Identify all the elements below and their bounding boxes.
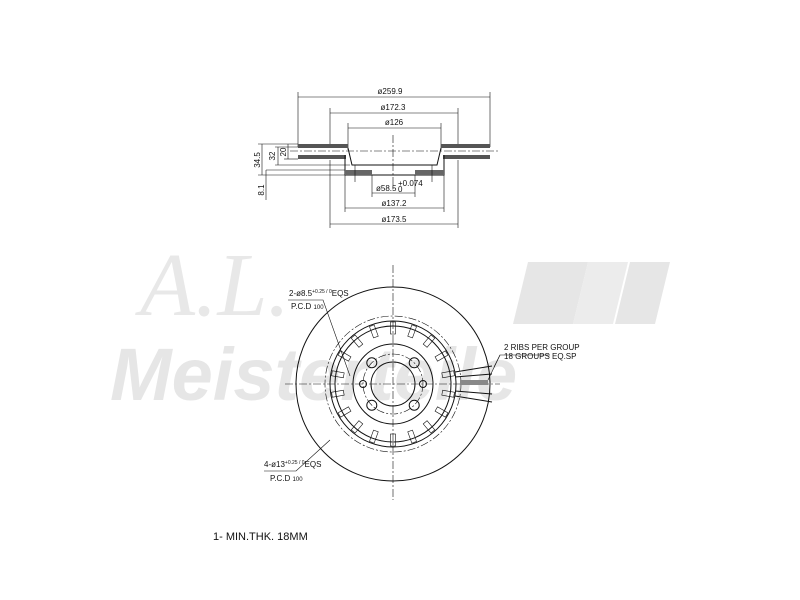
bolt-hole bbox=[366, 357, 378, 369]
dim-bore-tol-upper: +0.074 bbox=[398, 179, 423, 188]
rib bbox=[407, 324, 417, 339]
bolt-hole bbox=[419, 380, 427, 388]
watermark-al: A.L. bbox=[135, 236, 290, 335]
front-view: 2-ø8.5+0.25 / 0EQS P.C.D 100 4-ø13+0.25 … bbox=[264, 265, 580, 500]
dim-172: ø172.3 bbox=[381, 103, 406, 112]
watermark-brand: Meisterteile bbox=[110, 333, 517, 416]
dim-outer-diameter: ø259.9 bbox=[378, 87, 403, 96]
dim-126: ø126 bbox=[385, 118, 404, 127]
rib bbox=[441, 370, 455, 379]
label-small-holes: 2-ø8.5+0.25 / 0EQS bbox=[289, 289, 349, 298]
label-ribs-line1: 2 RIBS PER GROUP bbox=[504, 343, 580, 352]
rib bbox=[331, 370, 345, 379]
rib bbox=[422, 420, 436, 434]
rib bbox=[422, 334, 436, 348]
min-thickness-note: 1- MIN.THK. 18MM bbox=[213, 531, 308, 543]
dim-bore-tol-lower: 0 bbox=[398, 185, 403, 194]
dim-height-total: 34.5 bbox=[253, 152, 262, 168]
label-ribs-line2: 18 GROUPS EQ.SP bbox=[504, 352, 576, 361]
side-view: ø259.9 ø172.3 ø126 ø58.5 +0.074 0 ø137.2… bbox=[253, 87, 498, 228]
rib bbox=[407, 429, 417, 444]
bolt-hole bbox=[359, 380, 367, 388]
dim-137: ø137.2 bbox=[382, 199, 407, 208]
bolt-hole bbox=[408, 399, 420, 411]
rib bbox=[337, 350, 352, 362]
rib bbox=[390, 433, 396, 447]
rib bbox=[390, 321, 396, 335]
bolt-hole bbox=[408, 357, 420, 369]
watermark-logo: A.L. Meisterteile bbox=[110, 236, 670, 416]
rib bbox=[369, 324, 379, 339]
rib bbox=[434, 406, 449, 418]
label-large-holes: 4-ø13+0.25 / 0EQS bbox=[264, 460, 321, 469]
label-pcd-large: P.C.D 100 bbox=[270, 474, 303, 483]
rib bbox=[441, 389, 455, 398]
label-pcd-small: P.C.D 100 bbox=[291, 302, 324, 311]
dim-173: ø173.5 bbox=[382, 215, 407, 224]
bolt-hole bbox=[366, 399, 378, 411]
dim-height-32: 32 bbox=[268, 151, 277, 160]
dim-bore: ø58.5 bbox=[376, 184, 397, 193]
rib bbox=[434, 350, 449, 362]
dim-height-8: 8.1 bbox=[257, 184, 266, 196]
rib bbox=[350, 420, 364, 434]
rib bbox=[337, 406, 352, 418]
rib bbox=[369, 429, 379, 444]
rib bbox=[331, 389, 345, 398]
rib bbox=[350, 334, 364, 348]
dim-height-20: 20 bbox=[279, 147, 288, 156]
watermark-stripes-icon bbox=[513, 262, 670, 324]
